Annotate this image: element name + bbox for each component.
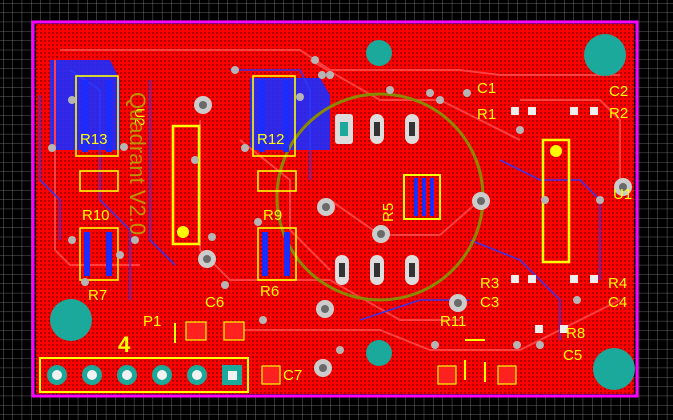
copper-pour xyxy=(36,24,634,394)
r11-bracket xyxy=(464,339,486,383)
label-r1: R1 xyxy=(477,106,496,123)
mounting-holes[interactable] xyxy=(50,34,635,390)
label-c3: C3 xyxy=(480,294,499,311)
label-r8: R8 xyxy=(566,325,585,342)
bottom-traces[interactable] xyxy=(39,69,601,340)
u1-pin1 xyxy=(550,145,562,157)
label-r10: R10 xyxy=(82,207,110,224)
pad-inner xyxy=(374,263,380,277)
board-outline[interactable] xyxy=(31,20,639,398)
mounting-hole[interactable] xyxy=(593,348,635,390)
u2-pin1 xyxy=(177,226,189,238)
large-vias[interactable] xyxy=(194,96,632,377)
pad-inner xyxy=(409,263,415,277)
smd-pads[interactable] xyxy=(82,80,290,276)
bottom-smd-pads[interactable] xyxy=(185,321,517,385)
label-pin-4: 4 xyxy=(118,332,131,357)
label-r6: R6 xyxy=(260,283,279,300)
label-r11: R11 xyxy=(440,313,466,330)
label-r4: R4 xyxy=(608,275,627,292)
pot-pads[interactable] xyxy=(335,114,419,285)
board-logo-text: Quadrant V2.0 xyxy=(125,92,150,235)
label-u2: U2 xyxy=(132,108,148,126)
label-r12: R12 xyxy=(257,131,285,148)
label-p1: P1 xyxy=(143,313,161,330)
label-c4: C4 xyxy=(608,294,627,311)
label-c5: C5 xyxy=(563,347,582,364)
mounting-hole[interactable] xyxy=(50,299,92,341)
label-r3: R3 xyxy=(480,275,499,292)
label-c2: C2 xyxy=(609,83,628,100)
mounting-hole[interactable] xyxy=(584,34,626,76)
label-r13: R13 xyxy=(80,131,108,148)
p1-pins[interactable] xyxy=(47,365,242,385)
label-u1: U1 xyxy=(613,186,632,203)
label-r5: R5 xyxy=(380,203,397,222)
small-vias[interactable] xyxy=(48,56,604,354)
right-smd-parts[interactable] xyxy=(511,107,598,333)
r5-pads[interactable] xyxy=(414,178,434,216)
u2-outline[interactable] xyxy=(171,124,201,246)
smd-footprints[interactable] xyxy=(75,75,297,281)
p1-outline[interactable] xyxy=(39,357,249,393)
mounting-hole[interactable] xyxy=(366,340,392,366)
pad-inner xyxy=(340,122,348,136)
pad-inner xyxy=(374,122,380,136)
pad-inner xyxy=(409,122,415,136)
label-c6: C6 xyxy=(205,294,224,311)
label-r2: R2 xyxy=(609,105,628,122)
r5-silkscreen xyxy=(403,174,441,220)
mounting-hole[interactable] xyxy=(366,40,392,66)
pad-inner xyxy=(339,263,345,277)
label-c7: C7 xyxy=(283,367,302,384)
label-r7: R7 xyxy=(88,287,107,304)
label-c1: C1 xyxy=(477,80,496,97)
label-r9: R9 xyxy=(263,207,282,224)
